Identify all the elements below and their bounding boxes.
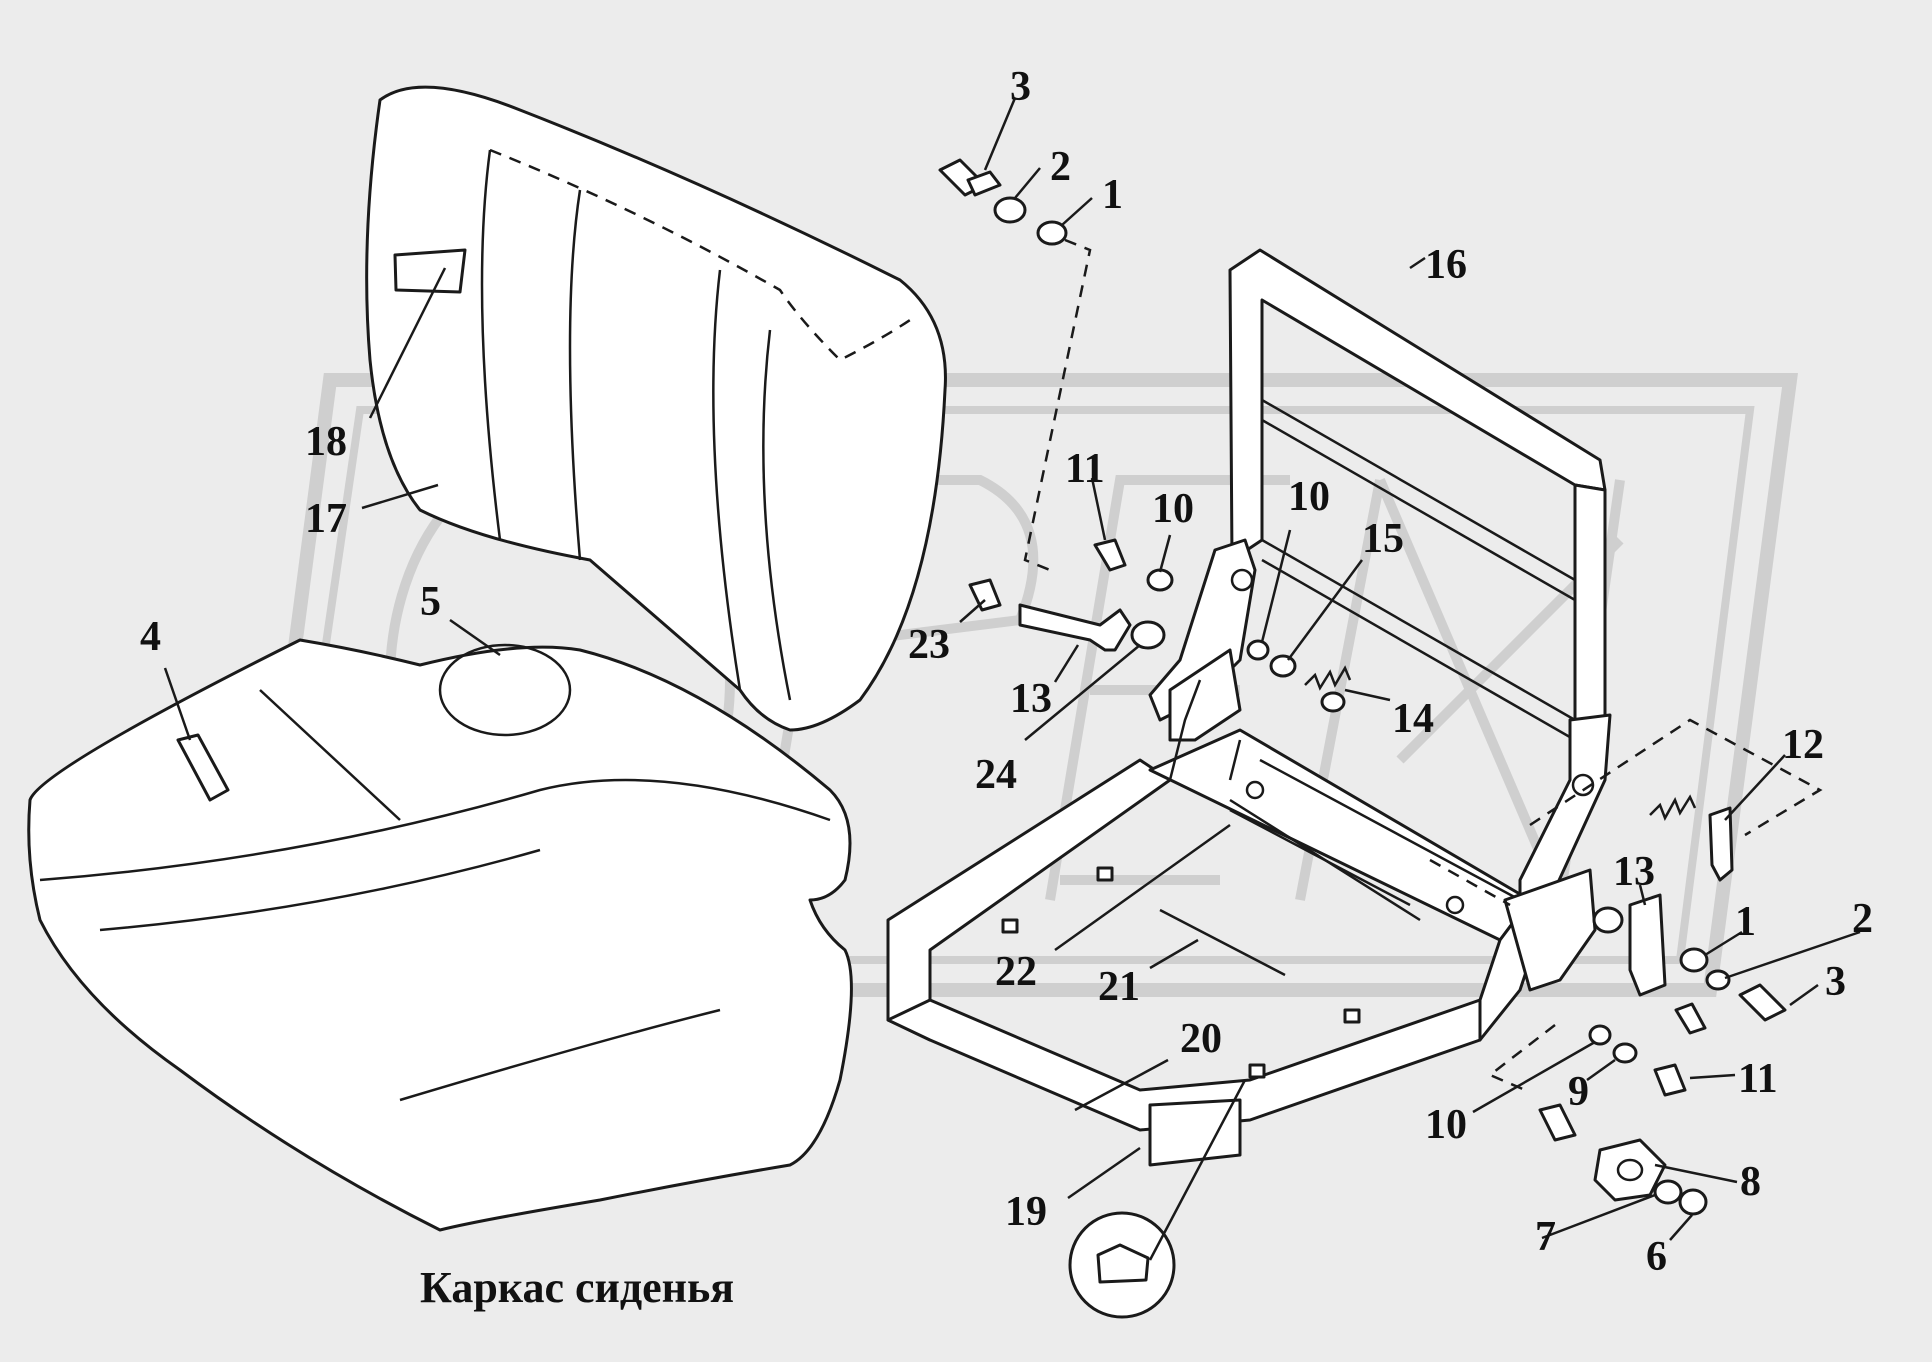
seat-bottom-cushion bbox=[27, 638, 853, 1232]
callout-10-lower: 10 bbox=[1425, 1102, 1467, 1148]
backrest-frame bbox=[1148, 248, 1612, 907]
callout-6: 6 bbox=[1646, 1234, 1667, 1280]
callout-23: 23 bbox=[908, 622, 950, 668]
callout-16: 16 bbox=[1425, 242, 1467, 288]
callout-3-right: 3 bbox=[1825, 959, 1846, 1005]
callout-labels: 3 2 1 16 18 17 11 10 10 15 5 4 23 13 14 … bbox=[140, 64, 1873, 1280]
callout-4: 4 bbox=[140, 614, 161, 660]
callout-7: 7 bbox=[1535, 1214, 1556, 1260]
callout-1-top: 1 bbox=[1102, 172, 1123, 218]
callout-10-upper-left: 10 bbox=[1152, 486, 1194, 532]
callout-10-upper-right: 10 bbox=[1288, 474, 1330, 520]
callout-12: 12 bbox=[1782, 722, 1824, 768]
callout-leaders bbox=[163, 97, 1861, 1261]
assembly-lines bbox=[1023, 238, 1823, 1092]
callout-13-left: 13 bbox=[1010, 676, 1052, 722]
callout-2-right: 2 bbox=[1852, 896, 1873, 942]
callout-5: 5 bbox=[420, 579, 441, 625]
callout-17: 17 bbox=[305, 496, 347, 542]
callout-24: 24 bbox=[975, 752, 1017, 798]
callout-11-lower: 11 bbox=[1738, 1056, 1778, 1102]
callout-9: 9 bbox=[1568, 1069, 1589, 1115]
seat-base-frame bbox=[886, 648, 1597, 1167]
callout-13-right: 13 bbox=[1613, 849, 1655, 895]
callout-3-top: 3 bbox=[1010, 64, 1031, 110]
hardware-parts bbox=[938, 158, 1787, 1319]
callout-11-upper: 11 bbox=[1065, 446, 1105, 492]
seat-back-cushion bbox=[365, 85, 947, 732]
callout-21: 21 bbox=[1098, 964, 1140, 1010]
callout-1-right: 1 bbox=[1735, 899, 1756, 945]
callout-18: 18 bbox=[305, 419, 347, 465]
callout-15: 15 bbox=[1362, 516, 1404, 562]
callout-19: 19 bbox=[1005, 1189, 1047, 1235]
diagram-caption: Каркас сиденья bbox=[420, 1263, 734, 1312]
callout-20: 20 bbox=[1180, 1016, 1222, 1062]
callout-8: 8 bbox=[1740, 1159, 1761, 1205]
callout-14: 14 bbox=[1392, 696, 1434, 742]
callout-22: 22 bbox=[995, 949, 1037, 995]
callout-2-top: 2 bbox=[1050, 144, 1071, 190]
